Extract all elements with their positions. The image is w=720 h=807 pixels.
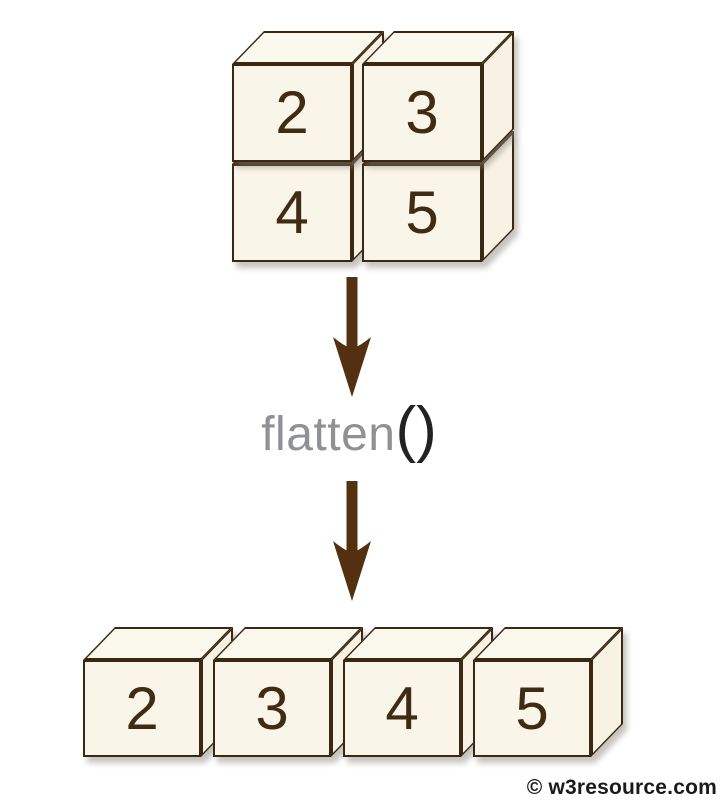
down-arrow-icon [333,481,371,601]
matrix-cell-4: 4 [232,130,384,262]
cell-value: 3 [405,79,439,146]
result-cell-5: 5 [473,626,623,757]
watermark: © w3resource.com [526,776,717,799]
function-name: flatten [261,408,396,461]
result-cell-2: 2 [83,626,233,757]
cell-value: 4 [275,179,309,246]
result-cell-4: 4 [343,626,493,757]
down-arrow-icon [333,277,371,397]
cell-value: 2 [125,674,159,742]
cell-value: 2 [275,79,309,146]
result-cell-3: 3 [213,626,363,757]
cell-value: 5 [515,674,549,742]
cube-front-face: 3 [362,64,482,162]
cube-front-face: 2 [83,660,201,757]
cell-value: 4 [385,674,419,742]
cube-front-face: 3 [213,660,331,757]
cube-front-face: 5 [362,164,482,262]
cell-value: 5 [405,179,439,246]
matrix-cell-2: 2 [232,30,384,162]
cube-front-face: 4 [343,660,461,757]
matrix-cell-3: 3 [362,30,514,162]
cube-front-face: 5 [473,660,591,757]
cube-front-face: 2 [232,64,352,162]
matrix-cell-5: 5 [362,130,514,262]
function-parens: () [395,395,437,464]
operation-label: flatten() [261,394,437,465]
cell-value: 3 [255,674,289,742]
cube-front-face: 4 [232,164,352,262]
